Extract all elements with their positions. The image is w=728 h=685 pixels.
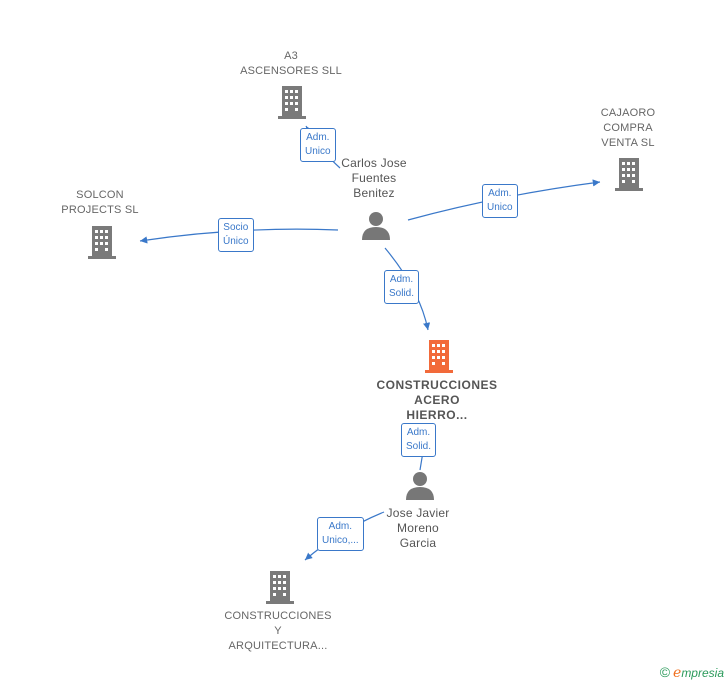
edge-label-line: Socio — [223, 222, 249, 233]
person-icon-carlos[interactable] — [362, 212, 390, 240]
node-label-line: VENTA SL — [601, 137, 655, 149]
edge-label-carlos-a3[interactable]: Adm. Unico — [300, 128, 336, 162]
edge-label-line: Adm. — [406, 427, 431, 438]
building-icon-main[interactable] — [425, 340, 453, 373]
node-label-main[interactable]: CONSTRUCCIONES ACERO HIERRO... — [376, 378, 497, 423]
node-label-line: CONSTRUCCIONES — [376, 378, 498, 392]
node-label-a3[interactable]: A3 ASCENSORES SLL — [240, 49, 342, 79]
edge-label-line: Unico — [305, 146, 331, 157]
node-label-line: SOLCON — [76, 189, 124, 201]
brand-first-letter: e — [673, 665, 682, 681]
edge-label-jose-main[interactable]: Adm. Solid. — [401, 423, 437, 457]
edge-label-line: Solid. — [389, 288, 415, 299]
edge-label-carlos-cajaoro[interactable]: Adm. Unico — [482, 184, 518, 218]
node-label-line: ASCENSORES SLL — [240, 65, 342, 77]
node-label-line: COMPRA — [603, 122, 653, 134]
person-icon-jose[interactable] — [406, 472, 434, 500]
node-label-line: Garcia — [399, 536, 437, 550]
node-label-line: Y — [274, 625, 282, 637]
node-label-line: PROJECTS SL — [61, 204, 139, 216]
brand-footer: ©empresia — [660, 664, 724, 681]
building-icon-solcon[interactable] — [88, 226, 116, 259]
edge-label-jose-arq[interactable]: Adm. Unico,... — [317, 517, 364, 551]
edge-label-line: Único — [223, 236, 249, 247]
node-label-line: CAJAORO — [600, 107, 656, 119]
building-icon-cajaoro[interactable] — [615, 158, 643, 191]
edge-label-line: Solid. — [406, 441, 432, 452]
copyright-icon: © — [659, 664, 671, 680]
building-icon-a3[interactable] — [278, 86, 306, 119]
node-label-line: ARQUITECTURA... — [228, 640, 328, 652]
node-label-cajaoro[interactable]: CAJAORO COMPRA VENTA SL — [601, 106, 656, 151]
brand-name: mpresia — [681, 666, 724, 680]
building-icon-arq[interactable] — [266, 571, 294, 604]
edge-label-carlos-solcon[interactable]: Socio Único — [218, 218, 254, 252]
node-label-line: Moreno — [397, 521, 439, 535]
edge-label-line: Adm. — [488, 188, 512, 199]
edge-label-carlos-main[interactable]: Adm. Solid. — [384, 270, 420, 304]
node-label-arq[interactable]: CONSTRUCCIONES Y ARQUITECTURA... — [224, 609, 331, 654]
node-label-solcon[interactable]: SOLCON PROJECTS SL — [61, 188, 138, 218]
edge-label-line: Unico,... — [322, 535, 359, 546]
node-label-jose[interactable]: Jose Javier Moreno Garcia — [387, 506, 450, 551]
node-label-line: CONSTRUCCIONES — [224, 610, 332, 622]
node-label-line: Carlos Jose — [341, 156, 407, 170]
node-label-carlos[interactable]: Carlos Jose Fuentes Benitez — [341, 156, 407, 201]
node-label-line: Fuentes — [351, 171, 397, 185]
node-label-line: ACERO — [414, 393, 460, 407]
edge-label-line: Adm. — [328, 521, 353, 532]
node-label-line: Jose Javier — [386, 506, 450, 520]
edge-label-line: Unico — [487, 202, 513, 213]
node-label-line: A3 — [284, 50, 298, 62]
edge-label-line: Adm. — [306, 132, 330, 143]
node-label-line: HIERRO... — [406, 408, 468, 422]
node-label-line: Benitez — [353, 186, 395, 200]
edge-label-line: Adm. — [389, 274, 414, 285]
